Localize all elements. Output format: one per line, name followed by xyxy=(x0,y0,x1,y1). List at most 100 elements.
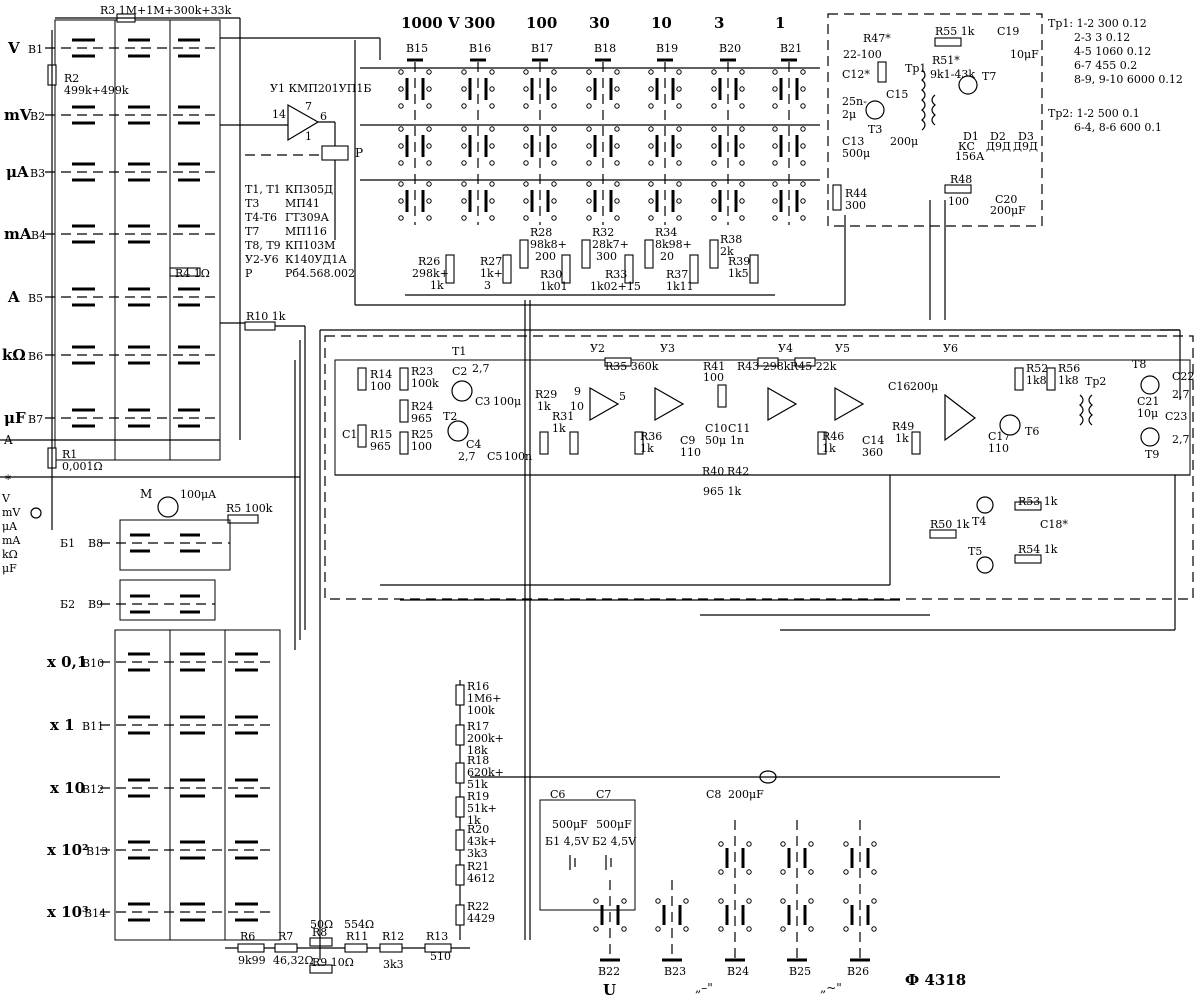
svg-text:R16: R16 xyxy=(467,680,489,693)
svg-text:R51*: R51* xyxy=(932,54,960,67)
svg-text:1k11: 1k11 xyxy=(666,280,694,293)
svg-text:В11: В11 xyxy=(82,720,104,733)
bottom-mode-switch[interactable] xyxy=(780,820,814,962)
svg-text:C8: C8 xyxy=(706,788,721,801)
svg-text:300: 300 xyxy=(845,199,866,212)
svg-text:200k+: 200k+ xyxy=(467,732,504,745)
mult-row-x103[interactable]: x 10³ В14 xyxy=(47,902,275,922)
bottom-mode-switch[interactable] xyxy=(655,880,689,962)
svg-text:T4: T4 xyxy=(972,515,986,528)
svg-text:620k+: 620k+ xyxy=(467,766,504,779)
svg-text:R12: R12 xyxy=(382,930,404,943)
svg-text:4-5 1060 0.12: 4-5 1060 0.12 xyxy=(1074,45,1151,58)
svg-text:R20: R20 xyxy=(467,823,489,836)
transistor-t2 xyxy=(447,420,469,442)
r10-label: R10 1k xyxy=(246,310,286,323)
svg-text:P: P xyxy=(245,267,253,280)
svg-text:T6: T6 xyxy=(1025,425,1039,438)
svg-text:К140УД1А: К140УД1А xyxy=(285,253,347,266)
svg-text:200μF: 200μF xyxy=(728,788,764,801)
input-jack xyxy=(30,507,42,519)
svg-text:T2: T2 xyxy=(443,410,457,423)
converter-block: R47* 22-100 R55 1k C19 10μF C12* 25n- 2μ… xyxy=(827,13,1043,227)
svg-text:mA: mA xyxy=(2,534,21,547)
svg-text:100μ: 100μ xyxy=(493,395,521,408)
switch-row-mv[interactable]: mV В2 xyxy=(4,105,215,125)
svg-text:T9: T9 xyxy=(1145,448,1159,461)
svg-text:У6: У6 xyxy=(943,342,958,355)
svg-text:1k8: 1k8 xyxy=(1058,374,1079,387)
svg-text:50Ω: 50Ω xyxy=(310,918,333,931)
mult-row-x102[interactable]: x 10² В13 xyxy=(47,840,275,860)
mode-ac-label: „~" xyxy=(820,981,842,995)
svg-text:МП116: МП116 xyxy=(285,225,327,238)
svg-text:КС: КС xyxy=(958,140,975,153)
switch-id-b3: В3 xyxy=(30,167,45,180)
r5-label: R5 100k xyxy=(226,502,273,515)
svg-text:46,32Ω: 46,32Ω xyxy=(273,954,314,967)
bottom-mode-switch[interactable] xyxy=(843,820,877,962)
svg-text:2,7: 2,7 xyxy=(458,450,476,463)
svg-text:x 1: x 1 xyxy=(50,716,75,734)
svg-text:В22: В22 xyxy=(598,965,620,978)
svg-text:9: 9 xyxy=(574,385,581,398)
svg-text:2-3 3 0.12: 2-3 3 0.12 xyxy=(1074,31,1130,44)
bottom-mode-switch[interactable] xyxy=(718,820,752,962)
svg-text:Тр2: 1-2 500 0.1: Тр2: 1-2 500 0.1 xyxy=(1048,107,1140,120)
svg-text:110: 110 xyxy=(988,442,1009,455)
svg-text:200: 200 xyxy=(535,250,556,263)
switch-row-kohm[interactable]: kΩ В6 xyxy=(2,345,215,365)
svg-text:4612: 4612 xyxy=(467,872,495,885)
switch-row-a[interactable]: A В5 xyxy=(7,287,215,307)
mode-u-label: U xyxy=(603,981,616,999)
svg-text:V: V xyxy=(1,492,11,505)
r1-value: 0,001Ω xyxy=(62,460,103,473)
bottom-mode-switch[interactable] xyxy=(593,880,627,962)
switch-row-ua[interactable]: μA В3 xyxy=(6,162,215,182)
switch-label-v: V xyxy=(7,39,20,57)
svg-text:Б1 4,5V: Б1 4,5V xyxy=(545,835,590,848)
mult-row-x01[interactable]: x 0,1 В10 xyxy=(47,652,275,672)
svg-text:В23: В23 xyxy=(664,965,686,978)
svg-text:R45 22k: R45 22k xyxy=(790,360,837,373)
svg-text:8k98+: 8k98+ xyxy=(655,238,692,251)
svg-text:14: 14 xyxy=(272,108,286,121)
meter-label: M xyxy=(140,487,152,501)
mult-row-x10[interactable]: x 10 В12 xyxy=(50,778,275,798)
svg-text:43k+: 43k+ xyxy=(467,835,497,848)
svg-text:У4: У4 xyxy=(778,342,793,355)
svg-text:У5: У5 xyxy=(835,342,850,355)
svg-text:51k: 51k xyxy=(467,778,488,791)
svg-text:В10: В10 xyxy=(82,657,104,670)
resistor-r10 xyxy=(244,321,276,331)
svg-text:C15: C15 xyxy=(886,88,908,101)
mult-row-x1[interactable]: x 1 В11 xyxy=(50,715,275,735)
svg-text:Тр1: Тр1 xyxy=(905,62,926,75)
switch-row-v[interactable]: V В1 xyxy=(7,38,215,58)
svg-text:1M6+: 1M6+ xyxy=(467,692,501,705)
svg-text:1k5: 1k5 xyxy=(728,267,749,280)
svg-text:В14: В14 xyxy=(84,907,106,920)
switch-row-uf[interactable]: μF В7 xyxy=(4,408,215,428)
svg-text:1k02+15: 1k02+15 xyxy=(590,280,641,293)
voltage-range-label: 10 xyxy=(651,14,672,32)
svg-text:mV: mV xyxy=(2,506,21,519)
switch-row-ma[interactable]: mA В4 xyxy=(4,224,215,244)
switch-id-b4: В4 xyxy=(31,229,46,242)
voltage-range-id: В17 xyxy=(531,42,553,55)
voltage-range-id: В18 xyxy=(594,42,616,55)
svg-text:У2: У2 xyxy=(590,342,605,355)
svg-text:18k: 18k xyxy=(467,744,488,757)
svg-text:1k: 1k xyxy=(467,814,481,827)
svg-text:R7: R7 xyxy=(278,930,293,943)
